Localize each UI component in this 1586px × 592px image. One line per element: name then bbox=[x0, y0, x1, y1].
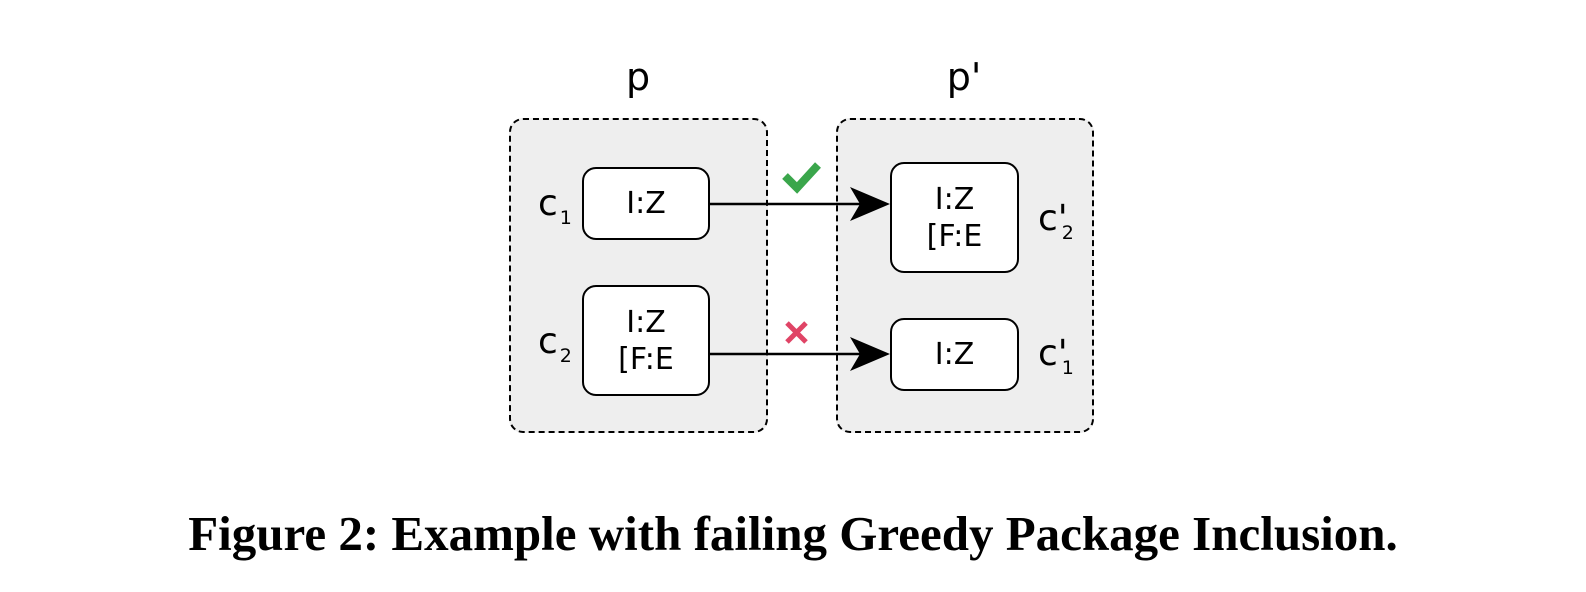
class-label-c2-prime-name: c' bbox=[1038, 198, 1068, 239]
class-c1-field-1: I:Z bbox=[626, 186, 666, 221]
class-label-c1-name: c bbox=[538, 183, 558, 224]
class-box-c1-prime: I:Z bbox=[890, 318, 1019, 391]
package-p-prime-title: p' bbox=[946, 55, 982, 99]
class-box-c2-prime: I:Z [F:E bbox=[890, 162, 1019, 273]
class-c2-prime-field-1: I:Z bbox=[934, 181, 975, 217]
class-label-c1-sub: 1 bbox=[559, 207, 572, 229]
check-icon bbox=[782, 162, 821, 194]
figure-caption: Figure 2: Example with failing Greedy Pa… bbox=[188, 506, 1398, 561]
class-label-c2-prime: c'2 bbox=[1038, 198, 1074, 243]
class-c2-prime-field-2: [F:E bbox=[926, 218, 983, 254]
class-box-c1: I:Z bbox=[582, 167, 710, 240]
class-label-c2-name: c bbox=[538, 321, 558, 362]
cross-icon bbox=[785, 321, 808, 344]
class-label-c2-sub: 2 bbox=[559, 345, 572, 367]
class-label-c1-prime-name: c' bbox=[1038, 333, 1068, 374]
class-label-c1-prime-sub: 1 bbox=[1061, 357, 1074, 379]
class-label-c1-prime: c'1 bbox=[1038, 333, 1074, 378]
package-p-title: p bbox=[625, 55, 651, 99]
class-c2-field-2: [F:E bbox=[618, 341, 674, 377]
class-box-c2: I:Z [F:E bbox=[582, 285, 710, 396]
class-c2-field-1: I:Z bbox=[626, 304, 666, 340]
class-c1-prime-field-1: I:Z bbox=[934, 337, 975, 372]
class-label-c2-prime-sub: 2 bbox=[1061, 222, 1074, 244]
